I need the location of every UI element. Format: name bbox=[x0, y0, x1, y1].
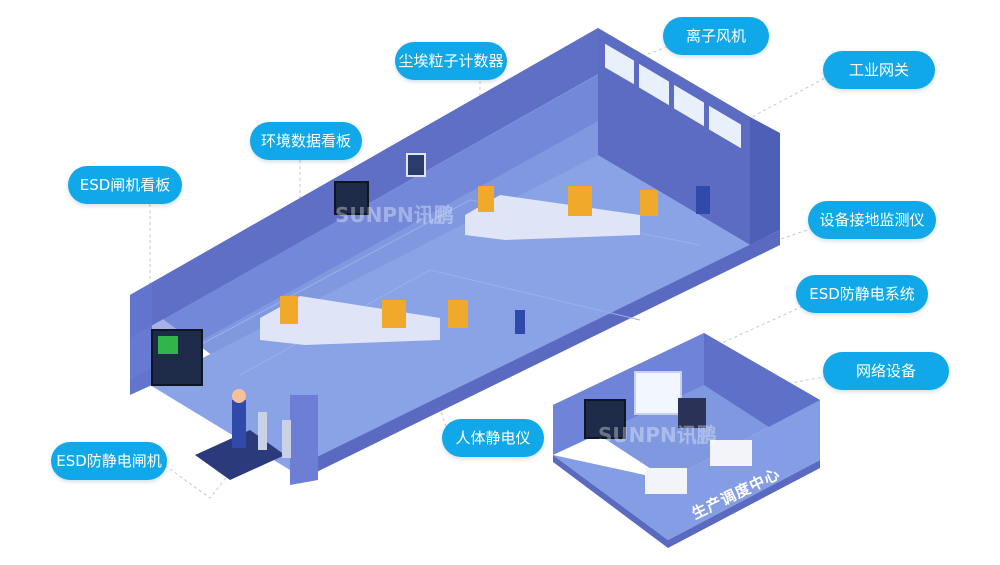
robot-arm bbox=[568, 186, 592, 216]
workshop-right-edge bbox=[750, 117, 780, 245]
desk bbox=[645, 468, 687, 494]
callout-body-static-meter: 人体静电仪 bbox=[442, 419, 544, 457]
robot-arm bbox=[280, 296, 298, 324]
gate-pillar bbox=[258, 412, 267, 450]
robot-arm bbox=[448, 300, 468, 328]
callout-env-board: 环境数据看板 bbox=[250, 122, 362, 160]
callout-ion-fan: 离子风机 bbox=[663, 17, 769, 55]
worker bbox=[515, 310, 525, 334]
callout-esd-system: ESD防静电系统 bbox=[796, 275, 928, 313]
dispatch-wall-screen bbox=[635, 372, 681, 414]
robot-arm bbox=[382, 300, 406, 328]
watermark: SUNPN讯鹏 bbox=[598, 423, 717, 447]
board-panel-green bbox=[158, 336, 178, 354]
robot-arm bbox=[640, 190, 658, 216]
callout-network-device: 网络设备 bbox=[823, 352, 949, 390]
robot-arm bbox=[478, 186, 494, 212]
workshop-pillar bbox=[290, 395, 318, 485]
person-at-gate bbox=[232, 400, 246, 448]
dust-counter-device bbox=[407, 154, 425, 176]
gate-pillar bbox=[282, 420, 291, 458]
callout-grounding-monitor: 设备接地监测仪 bbox=[808, 201, 936, 239]
callout-esd-gate-board: ESD闸机看板 bbox=[68, 166, 182, 204]
callout-dust-counter: 尘埃粒子计数器 bbox=[395, 42, 507, 80]
callout-esd-gate: ESD防静电闸机 bbox=[51, 442, 167, 480]
callout-industrial-gateway: 工业网关 bbox=[823, 51, 935, 89]
watermark: SUNPN讯鹏 bbox=[335, 203, 454, 227]
person-head bbox=[232, 389, 246, 403]
worker bbox=[696, 186, 710, 214]
